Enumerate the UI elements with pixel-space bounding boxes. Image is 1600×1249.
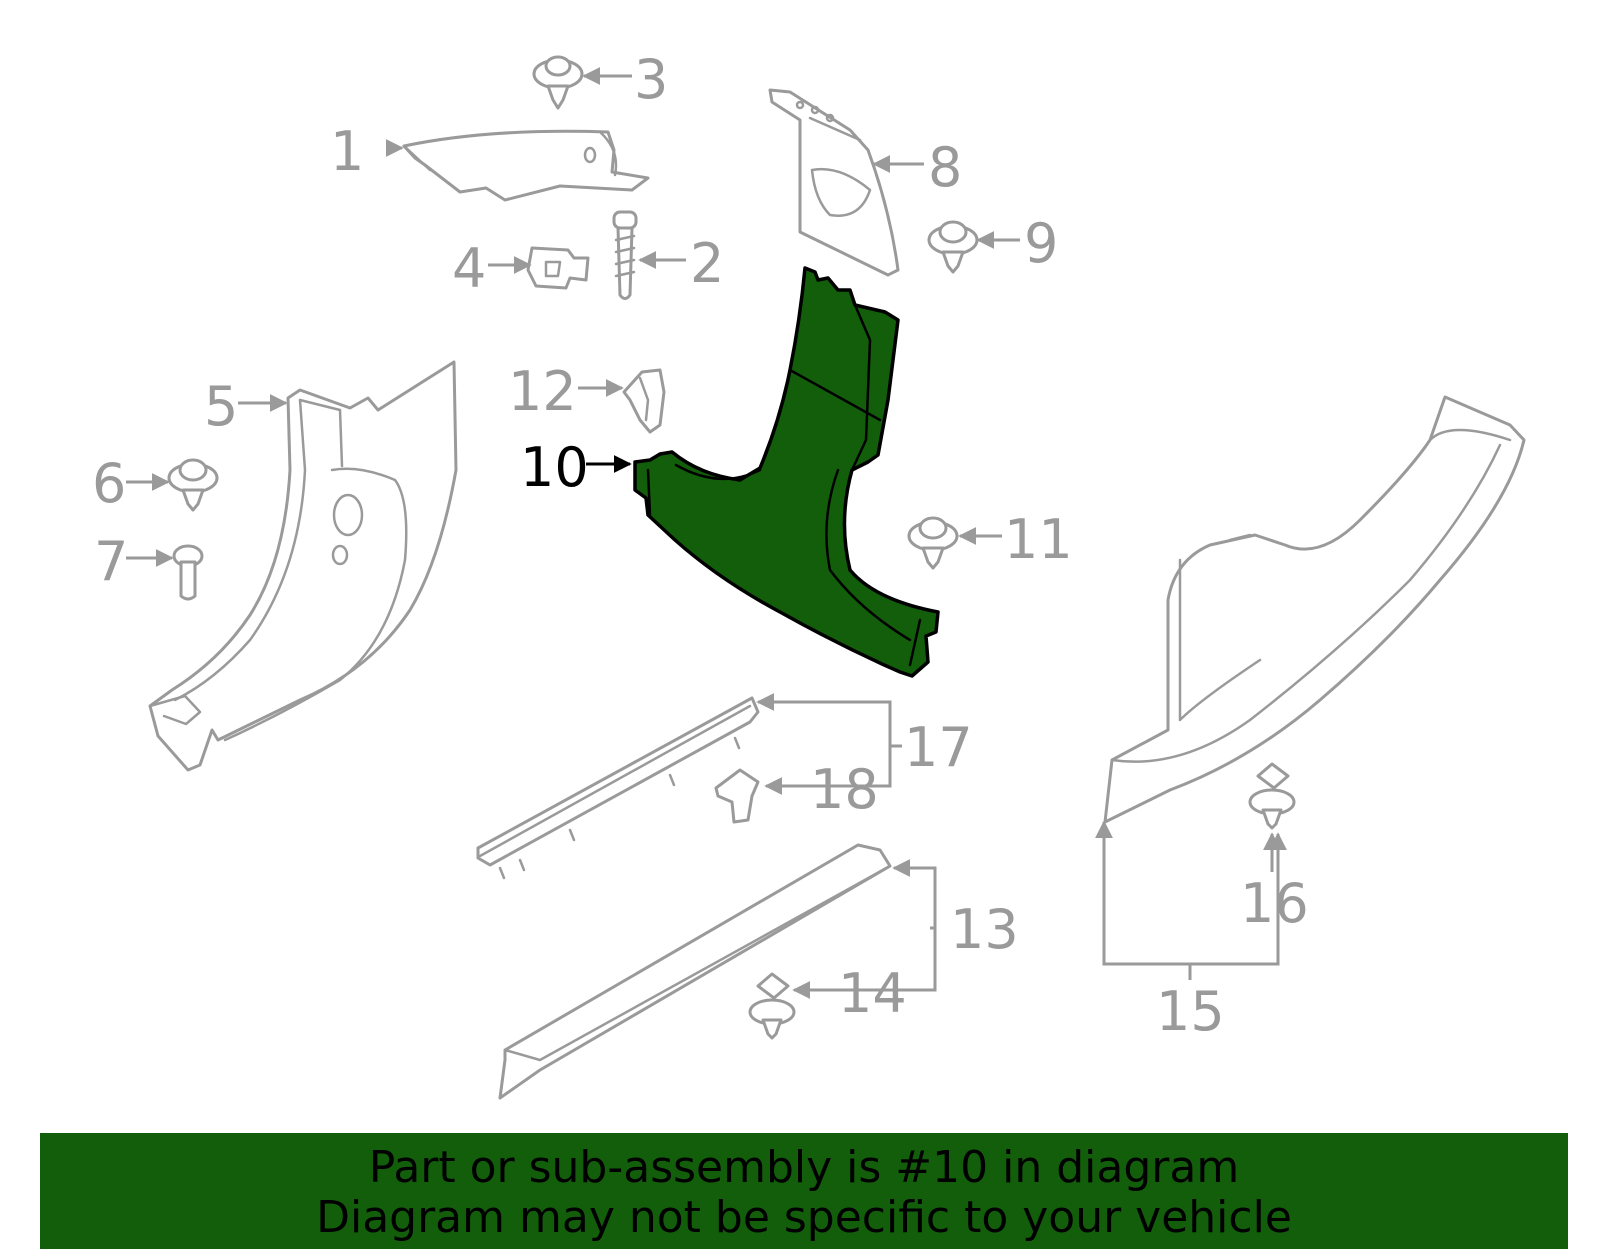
callout-15[interactable]: 15 [1156, 980, 1225, 1043]
callout-18[interactable]: 18 [810, 758, 879, 821]
leader-lines [126, 67, 1287, 999]
callout-8[interactable]: 8 [928, 136, 962, 199]
part-18-retainer[interactable] [714, 768, 760, 824]
callout-16[interactable]: 16 [1240, 872, 1309, 935]
part-13-sill-plate[interactable] [498, 843, 892, 1100]
part-14-clip-nut[interactable] [748, 972, 796, 1040]
part-7-bolt[interactable] [172, 544, 204, 601]
part-6-clip[interactable] [167, 458, 219, 512]
part-2-screw[interactable] [612, 210, 638, 300]
part-4-bracket[interactable] [526, 246, 590, 290]
part-16-clip-nut[interactable] [1248, 762, 1296, 830]
banner-line-2: Diagram may not be specific to your vehi… [316, 1192, 1292, 1243]
callout-13[interactable]: 13 [950, 898, 1019, 961]
callout-7[interactable]: 7 [94, 530, 128, 593]
callout-3[interactable]: 3 [634, 48, 668, 111]
part-5-lower-pillar-trim[interactable] [148, 360, 458, 772]
callout-4[interactable]: 4 [452, 237, 486, 300]
part-1-upper-trim[interactable] [402, 129, 650, 202]
callout-2[interactable]: 2 [690, 232, 724, 295]
callout-1[interactable]: 1 [330, 120, 364, 183]
notice-banner: Part or sub-assembly is #10 in diagram D… [40, 1133, 1568, 1249]
callout-14[interactable]: 14 [838, 962, 907, 1025]
part-15-quarter-trim[interactable] [1103, 395, 1526, 824]
part-8-upper-pillar-trim[interactable] [768, 88, 900, 277]
part-12-retainer[interactable] [622, 368, 666, 434]
part-9-clip[interactable] [927, 220, 979, 274]
callout-6[interactable]: 6 [92, 452, 126, 515]
callout-9[interactable]: 9 [1024, 212, 1058, 275]
callout-17[interactable]: 17 [904, 716, 973, 779]
part-11-clip[interactable] [907, 516, 959, 570]
banner-line-1: Part or sub-assembly is #10 in diagram [368, 1142, 1240, 1193]
callout-5[interactable]: 5 [204, 375, 238, 438]
callout-12[interactable]: 12 [508, 360, 577, 423]
callout-10[interactable]: 10 [520, 436, 589, 499]
callout-numbers: 1 2 3 4 5 6 7 8 9 10 11 12 13 14 15 16 1… [92, 48, 1309, 1043]
part-3-clip[interactable] [532, 55, 584, 110]
callout-11[interactable]: 11 [1004, 508, 1073, 571]
part-10-pillar-trim-highlighted[interactable] [633, 266, 940, 678]
part-17-sill-strip[interactable] [476, 696, 760, 880]
